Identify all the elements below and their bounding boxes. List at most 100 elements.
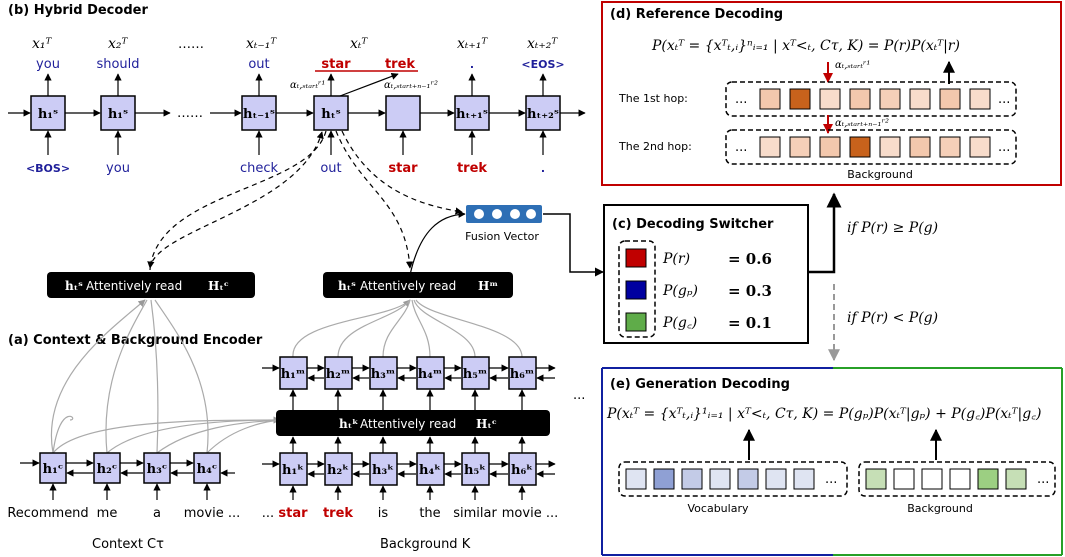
hop1-attention-cell — [759, 88, 781, 110]
gen-background-caption: Background — [907, 502, 973, 515]
switcher-swatch-gp — [625, 280, 647, 300]
attn-background-text: Attentively read — [360, 279, 456, 293]
knowledge-cell-label: h₅ᵏ — [464, 463, 486, 478]
gen-background-cell — [977, 468, 999, 490]
context-bi-arrows — [20, 459, 235, 500]
background-words: ... star trek is the similar movie ... — [262, 506, 558, 521]
alpha-r1-label: αₜ,ₛₜₐᵣₜʳ¹ — [290, 80, 325, 91]
hop1-ellipsis-right: ... — [998, 92, 1010, 107]
attention-dashed-paths — [147, 130, 463, 271]
context-words: Recommend me a movie ... — [7, 506, 240, 521]
decoder-output-variables: x₁ᵀ x₂ᵀ …… xₜ₋₁ᵀ xₜᵀ xₜ₊₁ᵀ xₜ₊₂ᵀ — [32, 36, 558, 52]
knowledge-cells: h₁ᵏ h₂ᵏ h₃ᵏ h₄ᵏ h₅ᵏ h₆ᵏ — [279, 452, 537, 486]
gen-background-cell — [893, 468, 915, 490]
output-word-red: trek — [385, 57, 415, 72]
switcher-swatch-ref — [625, 248, 647, 268]
input-word-red: star — [388, 161, 418, 176]
vocabulary-container — [618, 461, 848, 497]
hop1-attention-cell — [819, 88, 841, 110]
decoder-cell — [100, 95, 136, 131]
vocabulary-cell — [793, 468, 815, 490]
decoder-recurrent-arrows — [8, 72, 586, 155]
vocabulary-cell — [709, 468, 731, 490]
reference-panel — [601, 1, 1062, 186]
fusion-vector-label: Fusion Vector — [465, 230, 539, 243]
alpha-r2-label: αₜ,ₛₜₐᵣₜ₊ₙ₋₁ʳ² — [384, 80, 438, 91]
gen-background-ellipsis: ... — [1037, 472, 1049, 487]
hop1-ellipsis-left: ... — [735, 92, 747, 107]
context-word: movie ... — [184, 506, 240, 521]
context-cell-label: h₃ᶜ — [147, 462, 168, 477]
background-to-fusion-arrow — [409, 210, 466, 276]
attn-k-h: hₜᵏ — [339, 417, 358, 431]
knowledge-cell-label: h₆ᵏ — [511, 463, 533, 478]
context-cell-label: h₁ᶜ — [43, 462, 64, 477]
output-word: out — [248, 57, 269, 72]
input-word: . — [541, 162, 545, 175]
hop2-attention-cell — [939, 136, 961, 158]
fusion-vector: Fusion Vector — [465, 205, 542, 243]
context-attention-fan — [50, 299, 281, 454]
gen-background-cells — [865, 468, 1027, 490]
decoder-cell-label: hₜ₊₁ˢ — [456, 107, 488, 122]
output-word: <EOS> — [521, 58, 564, 71]
decoder-cell-label: hₜˢ — [321, 107, 340, 122]
context-cells: h₁ᶜ h₂ᶜ h₃ᶜ h₄ᶜ — [39, 452, 221, 484]
context-caption: Context Cτ — [92, 537, 164, 552]
output-var: xₜ₊₂ᵀ — [527, 36, 558, 52]
memory-attention-fan — [292, 299, 523, 358]
hop2-ellipsis-right: ... — [998, 140, 1010, 155]
background-word: is — [378, 506, 389, 521]
decoder-cells: h₁ˢ h₁ˢ …… hₜ₋₁ˢ hₜˢ hₜ₊₁ˢ hₜ₊₂ˢ — [30, 95, 561, 131]
memory-cell-label: h₃ᵐ — [371, 367, 396, 382]
attn-context-text: Attentively read — [86, 279, 182, 293]
hop1-attention-cell — [789, 88, 811, 110]
switcher-color-group — [618, 240, 656, 338]
switcher-label: P(g꜀) — [662, 315, 697, 331]
hop1-attention-cell — [879, 88, 901, 110]
hop2-ellipsis-left: ... — [735, 140, 747, 155]
output-word: should — [96, 57, 139, 72]
memory-cell-label: h₄ᵐ — [418, 367, 443, 382]
decoder-cell-label: h₁ˢ — [38, 107, 58, 122]
vocabulary-cell — [737, 468, 759, 490]
decoder-cell-label: hₜ₊₂ˢ — [527, 107, 559, 122]
hop2-attention-cell — [819, 136, 841, 158]
memory-cell-label: h₁ᵐ — [281, 367, 306, 382]
decoder-cell-label: h₁ˢ — [108, 107, 128, 122]
background-word: similar — [453, 506, 497, 521]
vocabulary-ellipsis: ... — [825, 472, 837, 487]
background-word-red: trek — [323, 506, 353, 521]
memory-ellipsis: ... — [573, 388, 585, 403]
decoder-cell-label: hₜ₋₁ˢ — [243, 107, 275, 122]
input-word: <BOS> — [26, 162, 70, 175]
switcher-swatch-gc — [625, 312, 647, 332]
output-ellipsis: …… — [178, 37, 204, 52]
context-word: a — [153, 506, 161, 521]
encoder-title: (a) Context & Background Encoder — [8, 333, 263, 348]
hop2-attention-cell — [849, 136, 871, 158]
vocabulary-cell — [765, 468, 787, 490]
vocabulary-cell — [653, 468, 675, 490]
input-word: you — [106, 161, 130, 176]
output-word: . — [470, 58, 474, 71]
background-word: ... — [262, 506, 274, 521]
switcher-value: = 0.6 — [728, 250, 772, 268]
hop2-attention-cell — [879, 136, 901, 158]
background-word-red: star — [278, 506, 308, 521]
attn-k-H: Hₜᶜ — [476, 417, 497, 431]
vocabulary-cell — [681, 468, 703, 490]
hop1-attention-cell — [909, 88, 931, 110]
hop2-alpha: αₜ,ₛₜₐᵣₜ₊ₙ₋₁ʳ² — [835, 118, 889, 129]
input-word: check — [240, 161, 279, 176]
vocabulary-cell — [625, 468, 647, 490]
memory-cells: h₁ᵐ h₂ᵐ h₃ᵐ h₄ᵐ h₅ᵐ h₆ᵐ — [279, 356, 537, 390]
gen-background-cell — [949, 468, 971, 490]
fusion-to-switcher-arrow — [543, 213, 604, 277]
knowledge-cell-label: h₁ᵏ — [282, 463, 304, 478]
context-word: Recommend — [7, 506, 88, 521]
switcher-value: = 0.3 — [728, 282, 772, 300]
hop2-attention-cell — [969, 136, 991, 158]
decoder-output-words: you should out star trek . <EOS> — [36, 57, 565, 72]
